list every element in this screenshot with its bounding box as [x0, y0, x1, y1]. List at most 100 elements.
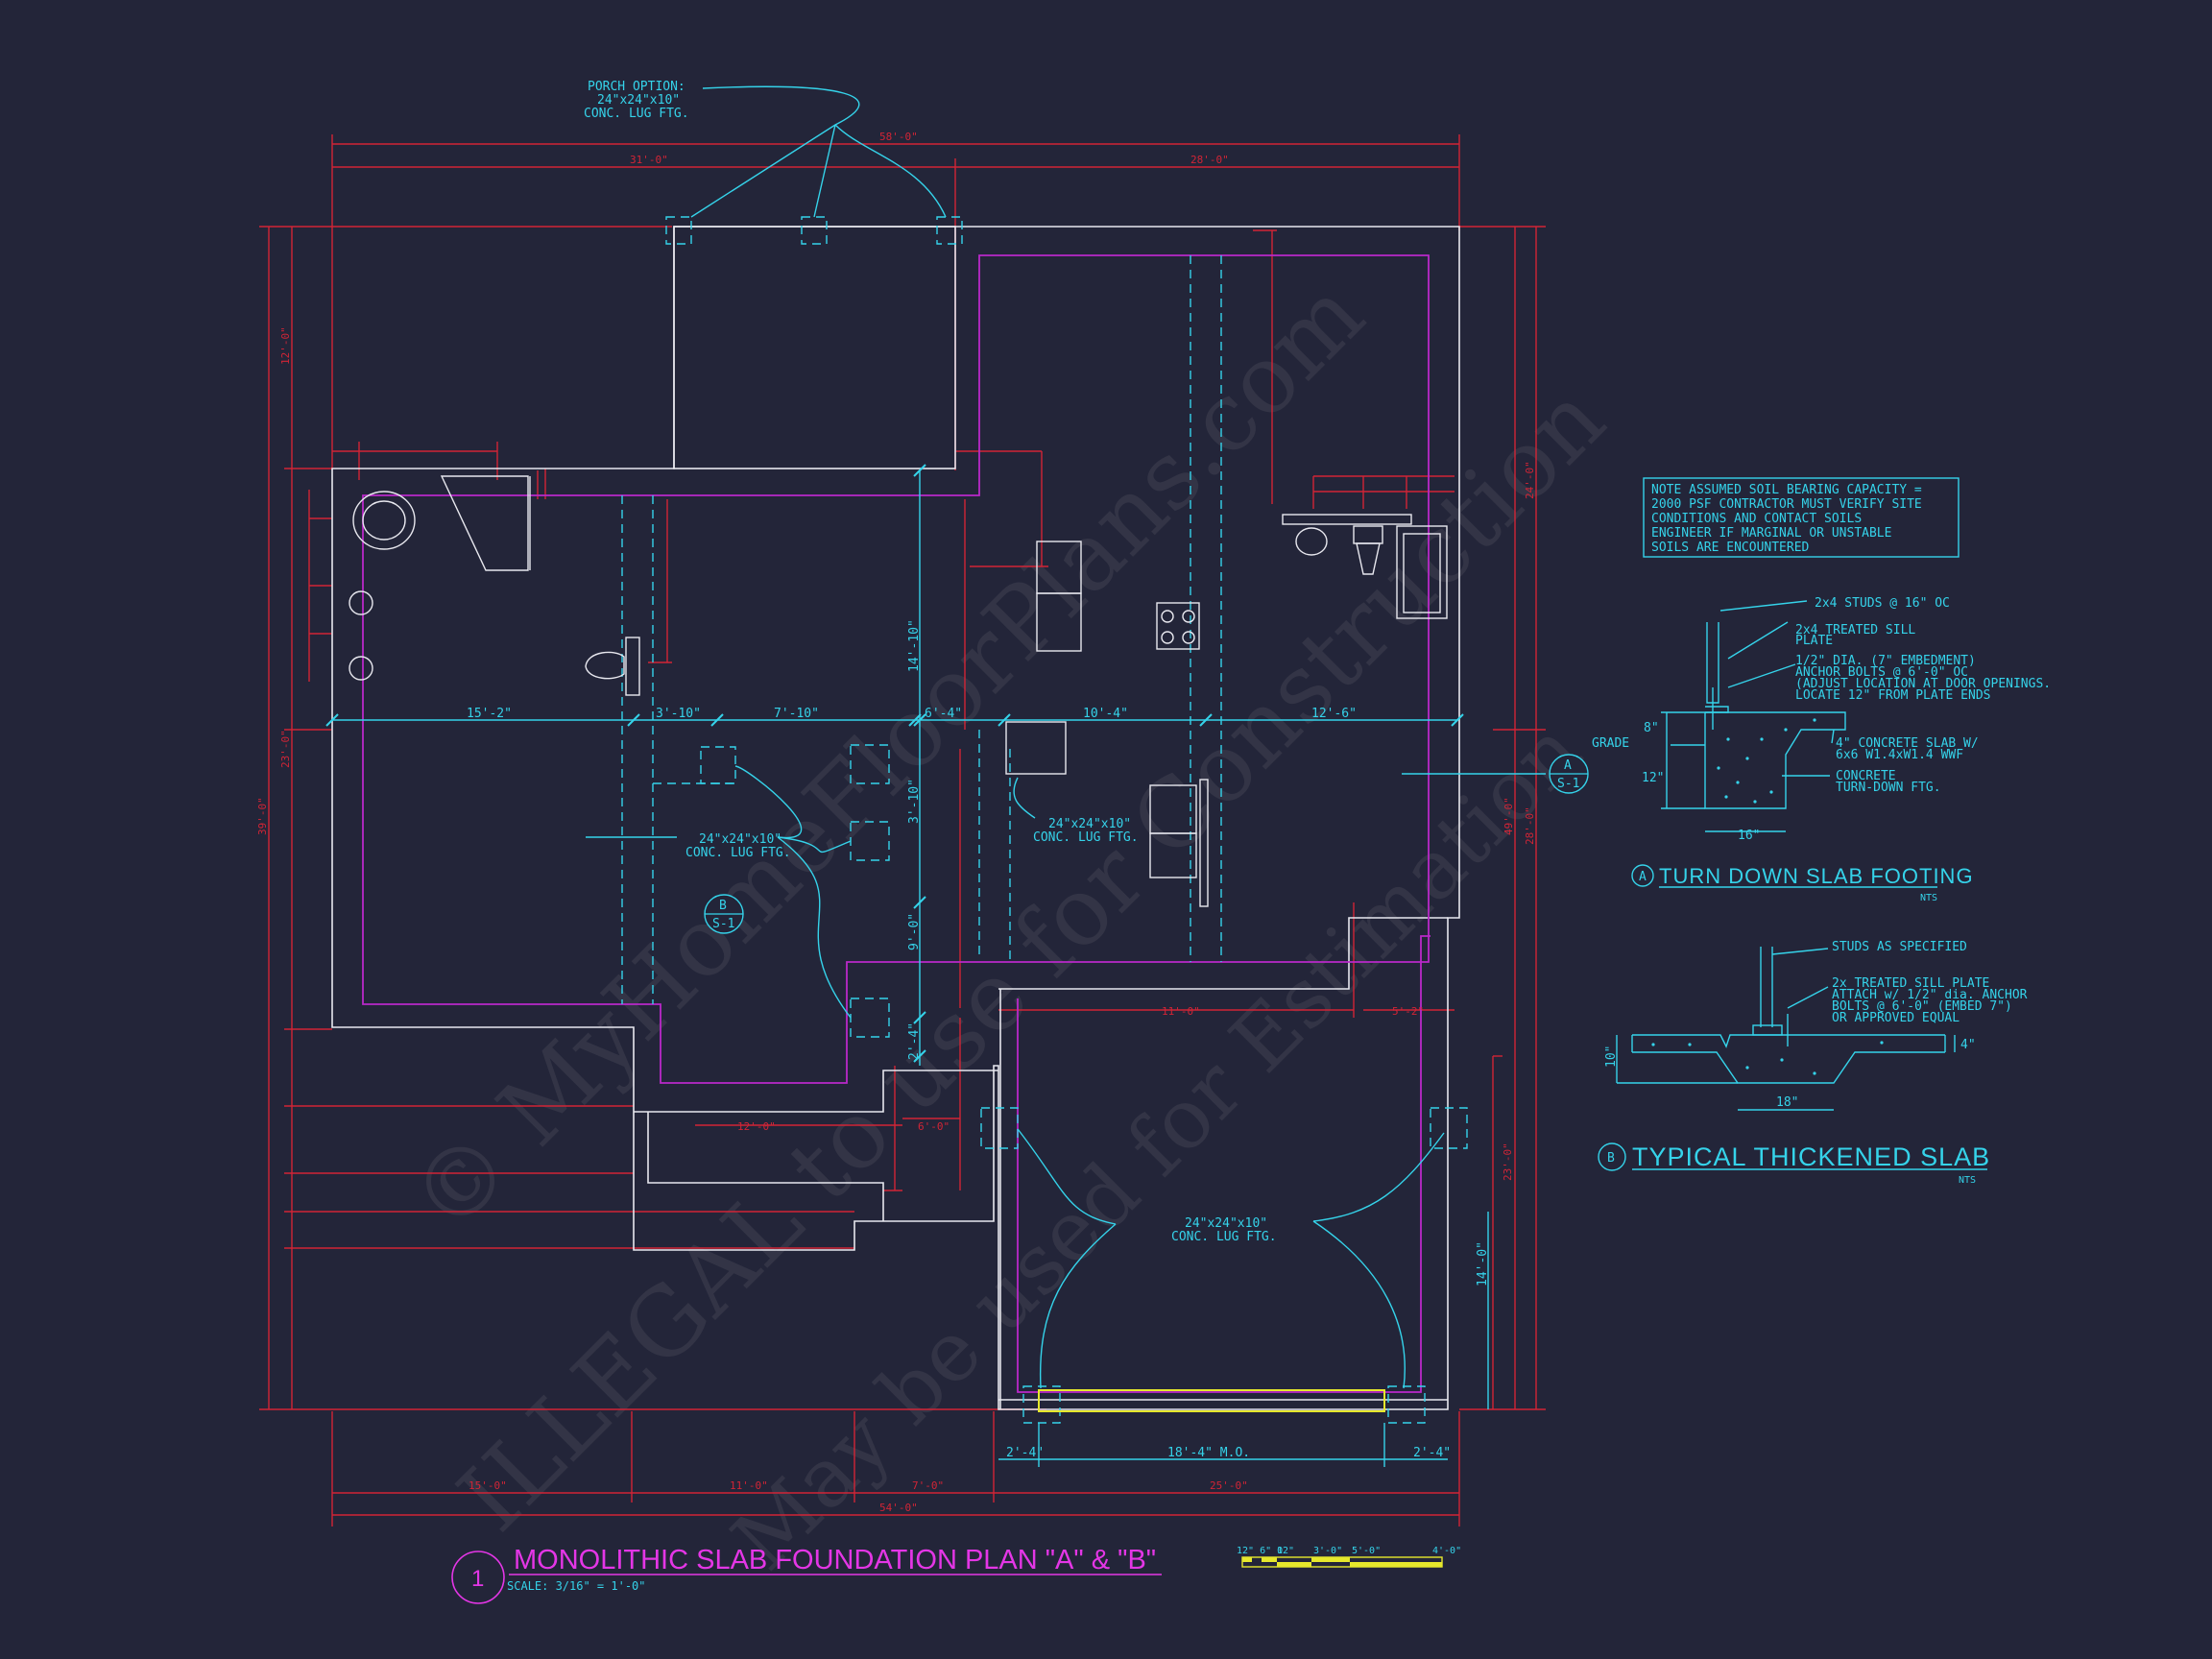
sink-icon [349, 656, 373, 681]
detail-a-grade: GRADE [1592, 736, 1629, 751]
dim-6-4: 6'-4" [925, 707, 962, 721]
lug-garage-line-1: 24"x24"x10" [1185, 1216, 1267, 1231]
detail-a-label-3: PLATE [1795, 634, 1833, 648]
detail-number: 1 [471, 1566, 484, 1592]
dim-right-mid: 28'-0" [1524, 806, 1536, 845]
detail-a-title: TURN DOWN SLAB FOOTING [1659, 864, 1974, 888]
dim-overall-bottom: 54'-0" [879, 1502, 918, 1514]
section-a-sheet: S-1 [1557, 777, 1579, 791]
detail-a-label-10: CONCRETE [1836, 769, 1896, 783]
lug-center-line-2: CONC. LUG FTG. [1033, 830, 1139, 845]
detail-a-label-8: 4" CONCRETE SLAB W/ [1836, 736, 1979, 751]
detail-a-marker [1631, 864, 1654, 887]
tub-icon [352, 491, 416, 550]
lug-center-line-1: 24"x24"x10" [1048, 817, 1131, 831]
range-icon [1156, 602, 1200, 650]
dim-10-4: 10'-4" [1083, 707, 1128, 721]
dim-left-mid: 23'-0" [279, 730, 292, 768]
dim-garage-left: 2'-4" [1006, 1446, 1044, 1460]
section-marker-b[interactable]: B S-1 [704, 894, 744, 934]
dim-garage-opening: 18'-4" M.O. [1167, 1446, 1250, 1460]
callout-text: PORCH OPTION: 24"x24"x10" CONC. LUG FTG.… [584, 80, 1277, 1244]
detail-number-circle [451, 1551, 505, 1604]
dim-overall-right: 49'-0" [1503, 797, 1515, 835]
detail-b-label-1: STUDS AS SPECIFIED [1832, 940, 1967, 954]
dim-9-0: 9'-0" [907, 913, 922, 950]
lug-left-line-2: CONC. LUG FTG. [685, 846, 791, 860]
kitchen-sink-icon [1036, 592, 1082, 652]
section-a-letter: A [1564, 758, 1572, 773]
detail-b-scale: NTS [1959, 1175, 1976, 1186]
dryer-icon [1149, 832, 1197, 878]
scale-bar-label-2: 12" [1277, 1546, 1294, 1556]
detail-a-label-11: TURN-DOWN FTG. [1836, 781, 1941, 795]
scale-bar-label-4: 5'-0" [1352, 1546, 1381, 1556]
dim-top-right: 28'-0" [1190, 154, 1229, 166]
detail-b-label-2: 2x TREATED SILL PLATE [1832, 976, 1989, 991]
note-line-4: ENGINEER IF MARGINAL OR UNSTABLE [1651, 526, 1891, 541]
dim-bottom-3: 7'-0" [912, 1479, 944, 1492]
dimension-ticks [325, 464, 1464, 1063]
dim-2-4: 2'-4" [907, 1022, 922, 1060]
detail-a-dim-16: 16" [1738, 829, 1760, 843]
dim-bottom-4: 25'-0" [1210, 1479, 1248, 1492]
corner-shower-icon [440, 475, 529, 571]
section-b-sheet: S-1 [712, 917, 734, 931]
note-line-1: NOTE ASSUMED SOIL BEARING CAPACITY = [1651, 483, 1922, 497]
detail-b-marker [1598, 1142, 1626, 1171]
bathtub-icon [1396, 525, 1448, 619]
toilet-icon [585, 651, 625, 680]
porch-option-line-1: PORCH OPTION: [588, 80, 685, 94]
detail-b-label-5: OR APPROVED EQUAL [1832, 1011, 1960, 1025]
garage-threshold [1038, 1389, 1385, 1412]
detail-b-label-4: BOLTS @ 6'-0" (EMBED 7") [1832, 999, 2012, 1014]
slab-outline [331, 226, 1460, 1410]
dim-garage-right-red: 23'-0" [1502, 1142, 1514, 1181]
note-line-2: 2000 PSF CONTRACTOR MUST VERIFY SITE [1651, 497, 1922, 512]
dim-7-10: 7'-10" [774, 707, 819, 721]
porch-option-line-3: CONC. LUG FTG. [584, 107, 689, 121]
dim-3-10-vertical: 3'-10" [907, 779, 922, 824]
detail-b-marker-letter: B [1607, 1151, 1615, 1166]
porch-option-line-2: 24"x24"x10" [597, 93, 680, 108]
drawing-scale: SCALE: 3/16" = 1'-0" [507, 1579, 646, 1593]
callout-leaders [690, 85, 1445, 1389]
detail-a-dim-8: 8" [1644, 721, 1659, 735]
scale-bar-label-3: 3'-0" [1313, 1546, 1342, 1556]
drawing-title-block: 1 MONOLITHIC SLAB FOUNDATION PLAN "A" & … [451, 1545, 1162, 1604]
lavatory-icon [1295, 527, 1328, 556]
detail-a-label-7: LOCATE 12" FROM PLATE ENDS [1795, 688, 1991, 703]
cyan-dimension-labels: 15'-2" 3'-10" 7'-10" 6'-4" 10'-4" 12'-6"… [467, 619, 1490, 1460]
dim-top-left: 31'-0" [630, 154, 668, 166]
dim-3-10: 3'-10" [656, 707, 701, 721]
detail-a-marker-letter: A [1639, 870, 1647, 884]
note-line-5: SOILS ARE ENCOUNTERED [1651, 541, 1810, 555]
detail-a-dim-12: 12" [1642, 771, 1664, 785]
dim-left-top: 12'-0" [279, 326, 292, 365]
dim-misc-1: 12'-0" [737, 1120, 776, 1133]
section-b-letter: B [719, 899, 727, 913]
note-line-3: CONDITIONS AND CONTACT SOILS [1651, 512, 1862, 526]
section-marker-a[interactable]: A S-1 [1549, 754, 1589, 794]
scale-bar-label-5: 4'-0" [1432, 1546, 1461, 1556]
lug-garage-line-2: CONC. LUG FTG. [1171, 1230, 1277, 1244]
soil-bearing-note: NOTE ASSUMED SOIL BEARING CAPACITY = 200… [1643, 477, 1960, 558]
detail-b-label-3: ATTACH w/ 1/2" dia. ANCHOR [1832, 988, 2028, 1002]
detail-a-label-9: 6x6 W1.4xW1.4 WWF [1836, 748, 1963, 762]
cyan-dimension-lines [332, 470, 1546, 1467]
dim-misc-4: 5'-2" [1392, 1005, 1424, 1018]
dim-overall-top: 58'-0" [879, 131, 918, 143]
slab-edge-line [362, 254, 1431, 1393]
plumbing-fixtures [349, 475, 1448, 907]
dim-garage-depth: 14'-0" [1476, 1241, 1490, 1286]
watermark: © MyHomeFloorPlans.com ILLEGAL to use fo… [390, 260, 1625, 1589]
lug-left-line-1: 24"x24"x10" [699, 832, 781, 847]
dim-misc-3: 11'-0" [1162, 1005, 1200, 1018]
footing-lines [621, 216, 1468, 1424]
graphic-scale-bar: 12" 6" 0 12" 3'-0" 5'-0" 4'-0" [1237, 1546, 1461, 1568]
dim-15-2: 15'-2" [467, 707, 512, 721]
detail-a-label-4: 1/2" DIA. (7" EMBEDMENT) [1795, 654, 1976, 668]
detail-b-title: TYPICAL THICKENED SLAB [1632, 1142, 1990, 1171]
detail-a-label-2: 2x4 TREATED SILL [1795, 623, 1915, 637]
